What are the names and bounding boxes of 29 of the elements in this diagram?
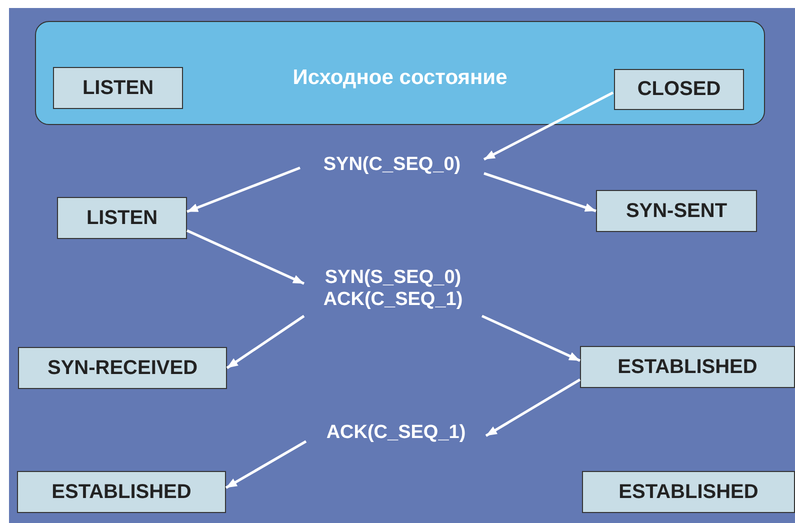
state-name: ESTABLISHED	[618, 480, 758, 504]
arrow	[481, 314, 581, 362]
state-box	[57, 197, 187, 239]
arrow	[226, 314, 305, 370]
state-box	[17, 471, 226, 513]
state-box	[53, 67, 183, 109]
message-label: ACK(C_SEQ_1)	[306, 419, 486, 447]
state-box	[580, 346, 795, 388]
arrow	[186, 229, 305, 285]
state-name: SYN-RECEIVED	[47, 356, 198, 380]
state-name: ESTABLISHED	[52, 480, 192, 504]
state-name: SYN-SENT	[626, 200, 728, 222]
state-name: LISTEN	[86, 206, 158, 230]
panel-heading: Исходное состояние	[292, 66, 508, 90]
state-box	[582, 471, 795, 513]
arrow	[483, 91, 614, 161]
initial-state-panel	[35, 21, 765, 125]
state-name: LISTEN	[82, 76, 154, 100]
arrow	[485, 378, 581, 437]
message-label: SYN(S_SEQ_0) ACK(C_SEQ_1)	[304, 262, 482, 316]
arrow	[225, 440, 307, 489]
state-box	[596, 190, 757, 232]
state-box	[18, 347, 227, 389]
state-name: ESTABLISHED	[618, 356, 758, 378]
state-name: CLOSED	[637, 78, 721, 101]
arrow	[484, 172, 596, 212]
state-box	[614, 69, 744, 110]
message-label: SYN(C_SEQ_0)	[300, 151, 484, 179]
arrow	[186, 166, 300, 213]
